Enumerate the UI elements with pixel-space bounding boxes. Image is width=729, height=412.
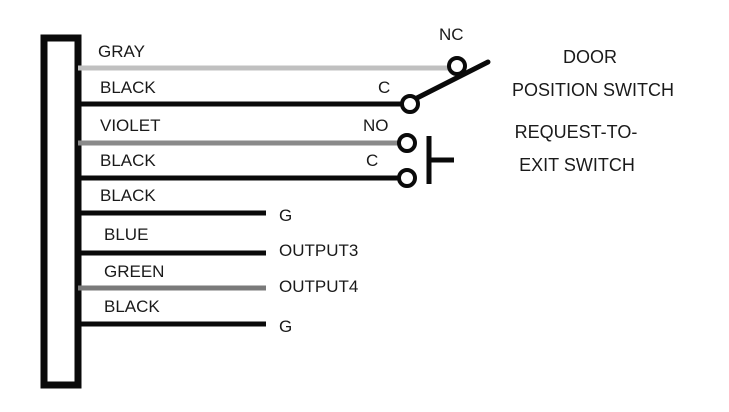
terminal-label-nc: NC — [439, 25, 464, 44]
door-switch-lever — [414, 59, 491, 101]
terminal-label-output4: OUTPUT4 — [279, 277, 358, 296]
wire-label-black: BLACK — [104, 297, 160, 316]
rte-switch-c-terminal — [397, 168, 417, 188]
wire-label-violet: VIOLET — [100, 116, 160, 135]
terminal-label-output3: OUTPUT3 — [279, 241, 358, 260]
connector-housing — [40, 34, 82, 389]
terminal-label-g: G — [279, 206, 292, 225]
terminal-label-c: C — [378, 78, 390, 97]
rte-switch-no-terminal — [397, 133, 417, 153]
terminal-label-g: G — [279, 317, 292, 336]
wire-label-blue: BLUE — [104, 225, 148, 244]
wire-label-green: GREEN — [104, 262, 164, 281]
wire-label-black: BLACK — [100, 151, 156, 170]
door-switch-title-line1: DOOR — [563, 47, 617, 67]
door-switch-title-line2: POSITION SWITCH — [512, 80, 674, 100]
rte-switch-title-line2: EXIT SWITCH — [519, 155, 635, 175]
wire-label-black: BLACK — [100, 78, 156, 97]
terminal-label-c: C — [366, 151, 378, 170]
wire-label-gray: GRAY — [98, 42, 145, 61]
door-switch-c-terminal — [400, 94, 420, 114]
wire-label-black: BLACK — [100, 186, 156, 205]
rte-switch-title-line1: REQUEST-TO- — [515, 122, 638, 142]
terminal-label-no: NO — [363, 116, 389, 135]
door-switch-nc-terminal — [447, 56, 467, 76]
